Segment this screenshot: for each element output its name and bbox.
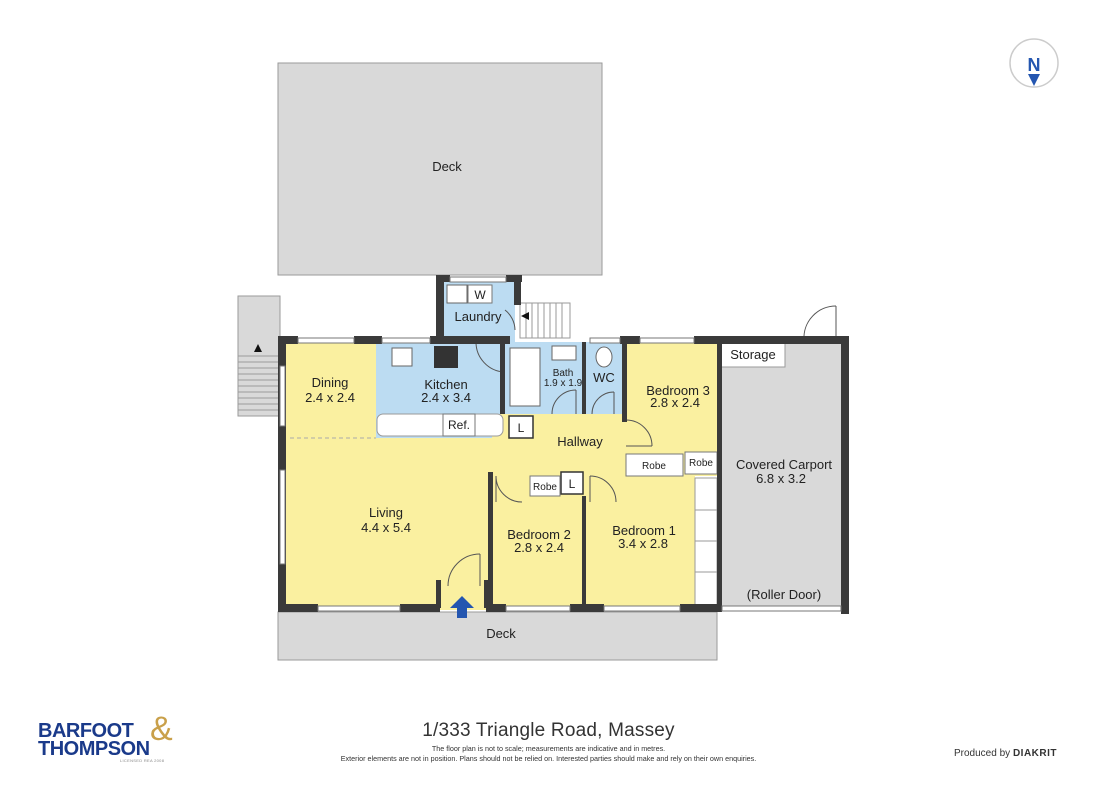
bedroom1-area — [584, 476, 695, 610]
cooktop-icon — [434, 346, 458, 368]
fridge-box — [442, 413, 476, 437]
wc-label: WC — [593, 370, 615, 385]
linen-box-2 — [560, 471, 584, 495]
windows — [279, 276, 842, 612]
bedroom3-dims: 2.8 x 2.4 — [650, 395, 700, 410]
basin-icon — [551, 345, 577, 361]
bedroom1-wardrobe — [694, 477, 718, 609]
bedroom2-area — [492, 476, 584, 610]
storage-area — [720, 342, 786, 368]
carport-label: Covered Carport — [736, 457, 832, 472]
left-stairs — [238, 355, 278, 411]
living-dining-area — [285, 342, 376, 610]
kitchen-bench — [376, 413, 504, 437]
carport-area — [717, 340, 845, 610]
laundry-tub-icon — [446, 284, 468, 304]
deck-top-label: Deck — [432, 159, 462, 174]
bedroom3-label: Bedroom 3 — [646, 383, 710, 398]
produced-by: Produced by DIAKRIT — [930, 748, 1057, 759]
toilet-icon — [595, 346, 613, 368]
brand-tagline: LICENSED REA 2008 — [120, 758, 165, 763]
robe-box-b2 — [529, 475, 561, 497]
robe-label-b2: Robe — [533, 482, 557, 493]
fridge-label: Ref. — [448, 418, 470, 432]
bath-tub-icon — [509, 347, 541, 407]
bedroom1-dims: 3.4 x 2.8 — [618, 536, 668, 551]
bedroom2-label: Bedroom 2 — [507, 527, 571, 542]
living-area-lower — [376, 438, 492, 610]
bath-dims: 1.9 x 1.9 — [544, 378, 583, 389]
carport-dims: 6.8 x 3.2 — [756, 471, 806, 486]
bedroom1-label: Bedroom 1 — [612, 523, 676, 538]
deck-top-area — [277, 62, 603, 276]
disclaimer: The floor plan is not to scale; measurem… — [300, 744, 797, 764]
stair-arrow-laundry — [521, 312, 529, 320]
bath-label: Bath — [553, 368, 574, 379]
living-label: Living — [369, 505, 403, 520]
linen-label-1: L — [518, 421, 525, 435]
disclaimer-line1: The floor plan is not to scale; measurem… — [431, 744, 666, 753]
brand-line1: BARFOOT — [38, 720, 134, 742]
robe-label-b3: Robe — [689, 458, 713, 469]
kitchen-label: Kitchen — [424, 377, 467, 392]
disclaimer-line2: Exterior elements are not in position. P… — [340, 754, 757, 763]
north-compass-icon: N — [1009, 38, 1059, 88]
washer-box — [467, 284, 493, 304]
robe-label-b1: Robe — [642, 461, 666, 472]
linen-box-1 — [508, 415, 534, 439]
dining-label: Dining — [312, 375, 349, 390]
kitchen-dims: 2.4 x 3.4 — [421, 390, 471, 405]
property-address: 1/333 Triangle Road, Massey — [422, 720, 675, 741]
produced-prefix: Produced by — [954, 748, 1011, 759]
robe-box-b1 — [625, 453, 684, 477]
laundry-stairs — [519, 302, 571, 339]
living-dims: 4.4 x 5.4 — [361, 520, 411, 535]
dining-dims: 2.4 x 2.4 — [305, 390, 355, 405]
brand-ampersand: & — [150, 710, 173, 748]
storage-label: Storage — [730, 347, 776, 362]
compass-letter: N — [1028, 55, 1041, 75]
deck-bottom-label: Deck — [486, 626, 516, 641]
entry-arrow-icon — [450, 596, 474, 618]
linen-label-2: L — [569, 477, 576, 491]
brand-logo: BARFOOT THOMPSON & LICENSED REA 2008 — [38, 710, 198, 766]
brand-line2: THOMPSON — [38, 738, 150, 760]
kitchen-sink-icon — [391, 347, 413, 367]
deck-bottom-area — [277, 611, 718, 661]
roller-door-label: (Roller Door) — [747, 587, 821, 602]
bedroom3-area — [626, 342, 717, 454]
door-swings — [447, 305, 837, 587]
laundry-w-label: W — [474, 288, 486, 302]
stair-up-arrow-left — [254, 344, 262, 352]
laundry-label: Laundry — [455, 309, 502, 324]
hallway-label: Hallway — [557, 434, 603, 449]
produced-brand: DIAKRIT — [1012, 748, 1057, 759]
bedroom2-dims: 2.8 x 2.4 — [514, 540, 564, 555]
